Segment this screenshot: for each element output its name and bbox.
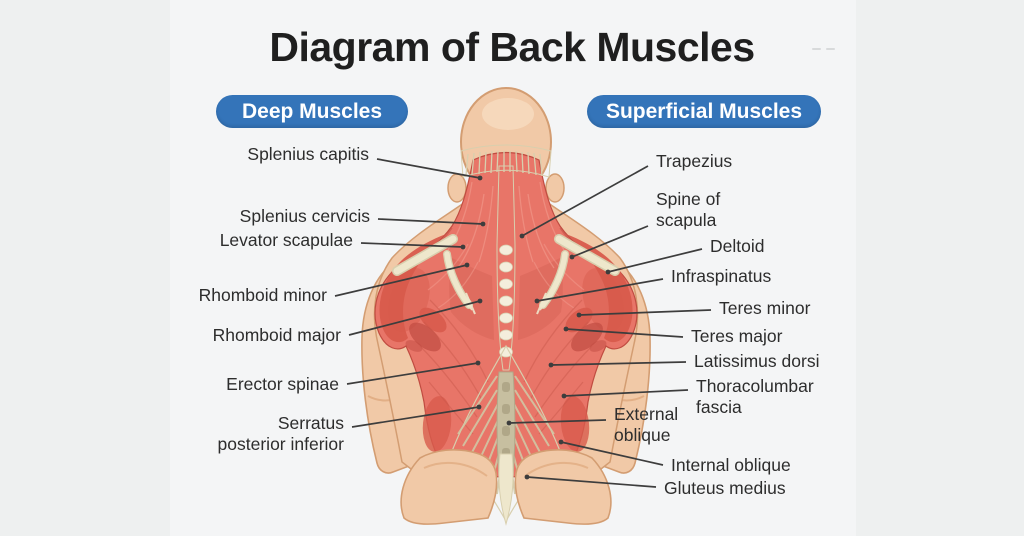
label-latissimus-dorsi: Latissimus dorsi — [694, 351, 820, 371]
label-external-oblique: External oblique — [614, 404, 679, 445]
label-rhomboid-major: Rhomboid major — [212, 325, 341, 345]
label-teres-major: Teres major — [691, 326, 783, 346]
smudge-artifact — [812, 37, 842, 50]
page-title: Diagram of Back Muscles — [269, 24, 755, 70]
label-levator-scapulae: Levator scapulae — [219, 230, 353, 250]
label-splenius-cervicis: Splenius cervicis — [239, 206, 370, 226]
deep-muscles-badge: Deep Muscles — [216, 95, 408, 128]
label-infraspinatus: Infraspinatus — [671, 266, 772, 286]
label-serratus-posterior-inferior: Serratus posterior inferior — [217, 413, 344, 454]
label-gluteus-medius: Gluteus medius — [664, 478, 786, 498]
superficial-muscles-badge: Superficial Muscles — [587, 95, 821, 128]
figure-buttocks — [400, 448, 612, 526]
label-splenius-capitis: Splenius capitis — [247, 144, 369, 164]
label-trapezius: Trapezius — [656, 151, 733, 171]
label-internal-oblique: Internal oblique — [671, 455, 791, 475]
label-erector-spinae: Erector spinae — [226, 374, 339, 394]
label-deltoid: Deltoid — [710, 236, 765, 256]
label-rhomboid-minor: Rhomboid minor — [198, 285, 327, 305]
figure-spine-column — [496, 165, 516, 371]
label-thoracolumbar-fascia: Thoracolumbar fascia — [696, 376, 814, 417]
label-teres-minor: Teres minor — [719, 298, 811, 318]
label-spine-of-scapula: Spine of scapula — [656, 189, 721, 230]
